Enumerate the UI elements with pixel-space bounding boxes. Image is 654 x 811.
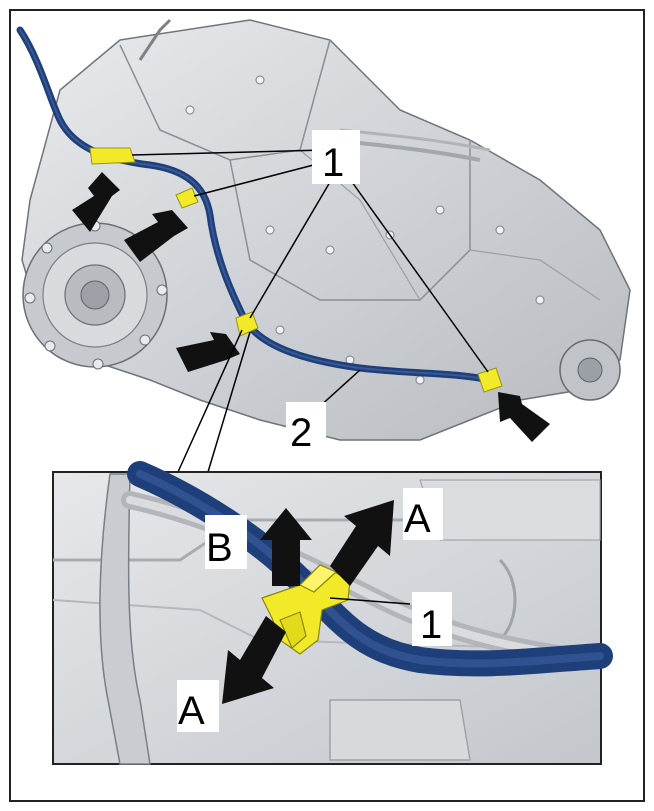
callout-b-bg [205,515,247,569]
transmission-housing [21,18,631,441]
leader-lines-1 [131,149,489,373]
direction-b: B [206,526,233,570]
direction-a-lower: A [178,689,205,733]
callout-detail-1-bg [412,592,452,646]
leader-line-detail [329,597,411,605]
detail-view: A B 1 A [52,461,613,765]
direction-a-upper: A [404,497,431,541]
callout-retainer: 1 [322,141,344,185]
callout-retainer-detail: 1 [420,603,442,647]
removal-arrows-main [72,172,550,442]
callout-a-lower-bg [177,680,219,732]
callout-line: 2 [290,411,312,455]
callout-a-upper-bg [403,488,443,540]
zoom-lines [177,329,251,473]
callout-2-bg [286,402,326,452]
leader-line-2 [317,369,361,409]
callout-1-bg [312,130,360,184]
direction-arrows-detail [222,500,394,704]
